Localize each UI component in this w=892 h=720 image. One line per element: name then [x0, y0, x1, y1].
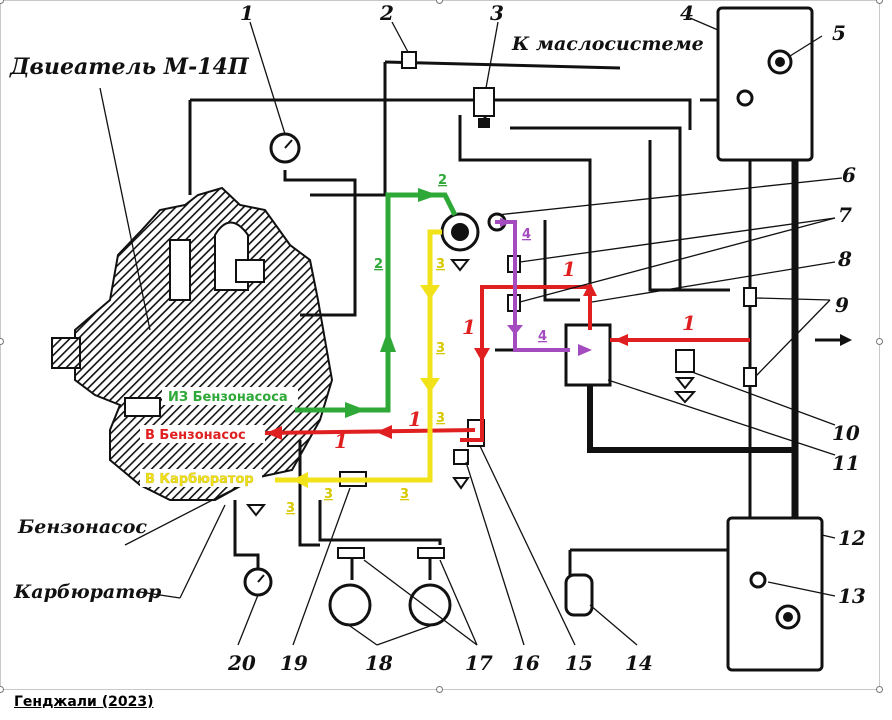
yellow-marker: 3 — [436, 411, 445, 426]
image-frame — [0, 0, 880, 690]
part-number-2: 2 — [379, 1, 394, 25]
yellow-marker: 3 — [436, 341, 445, 356]
check-valve-9b — [743, 367, 757, 387]
part-number-11: 11 — [832, 451, 860, 475]
red-marker: 1 — [462, 315, 476, 339]
part-number-16: 16 — [512, 651, 540, 675]
resize-handle[interactable] — [436, 0, 443, 4]
carburetor-label: Карбюратор — [13, 581, 162, 603]
fuel-gauge-pair — [328, 547, 452, 627]
oil-system-label: К маслосистеме — [511, 33, 704, 55]
leader-lines — [99, 17, 843, 646]
fuel-system-diagram: Двиеатель М-14П К маслосистеме Бензонасо… — [9, 1, 866, 675]
part-number-18: 18 — [365, 651, 393, 675]
valve-2 — [401, 51, 417, 69]
resize-handle[interactable] — [876, 686, 883, 693]
part-number-4: 4 — [680, 1, 694, 25]
part-number-3: 3 — [490, 1, 504, 25]
yellow-marker: 3 — [400, 487, 409, 502]
resize-handle[interactable] — [0, 686, 4, 693]
to-pump-annotation: В Бензонасос — [145, 428, 246, 443]
part-number-1: 1 — [240, 1, 254, 25]
yellow-marker: 3 — [286, 501, 295, 516]
from-pump-annotation: ИЗ Бензонасоса — [168, 390, 288, 405]
green-marker: 2 — [374, 257, 383, 272]
drain-arrow — [674, 377, 696, 390]
resize-handle[interactable] — [876, 338, 883, 345]
part-number-20: 20 — [227, 651, 256, 675]
drain-arrow — [245, 504, 267, 517]
valve-16 — [453, 449, 469, 465]
yellow-marker: 3 — [436, 257, 445, 272]
part-number-10: 10 — [832, 421, 860, 445]
part-number-5: 5 — [832, 21, 846, 45]
valve-3 — [473, 87, 495, 128]
resize-handle[interactable] — [0, 0, 4, 4]
resize-handle[interactable] — [876, 0, 883, 4]
outflow-arrow — [840, 334, 852, 346]
engine-body — [51, 186, 334, 501]
part-number-17: 17 — [465, 651, 493, 675]
flow-red — [264, 285, 750, 442]
red-marker: 1 — [334, 429, 348, 453]
part-number-9: 9 — [835, 293, 849, 317]
purple-marker: 4 — [538, 329, 547, 344]
part-number-7: 7 — [838, 203, 852, 227]
fuel-pump-label: Бензонасос — [17, 516, 147, 538]
part-number-14: 14 — [625, 651, 653, 675]
flow-yellow — [275, 229, 442, 483]
figure-caption: Генджали (2023) — [14, 694, 154, 710]
resize-handle[interactable] — [0, 338, 4, 345]
part-number-15: 15 — [565, 651, 593, 675]
part-number-8: 8 — [837, 247, 852, 271]
red-marker: 1 — [682, 311, 696, 335]
red-marker: 1 — [562, 257, 576, 281]
check-valve-9a — [743, 287, 757, 307]
part-number-6: 6 — [842, 163, 856, 187]
green-marker: 2 — [438, 173, 447, 188]
yellow-marker: 3 — [324, 487, 333, 502]
resize-handle[interactable] — [436, 686, 443, 693]
hand-pump — [564, 573, 594, 617]
part-number-13: 13 — [838, 584, 866, 608]
flow-arrows — [266, 188, 628, 488]
fuel-filter — [440, 212, 507, 272]
fuel-tank-lower — [726, 516, 824, 672]
part-number-19: 19 — [280, 651, 308, 675]
part-number-12: 12 — [838, 526, 866, 550]
fuel-tank-upper — [716, 6, 814, 162]
purple-marker: 4 — [522, 227, 531, 242]
red-marker: 1 — [408, 407, 422, 431]
to-carb-annotation: В Карбюратор — [145, 472, 254, 487]
selector-valve — [564, 323, 612, 387]
drain-valve — [673, 349, 697, 404]
drain-arrow — [452, 477, 470, 490]
engine-label: Двиеатель М-14П — [9, 54, 250, 80]
